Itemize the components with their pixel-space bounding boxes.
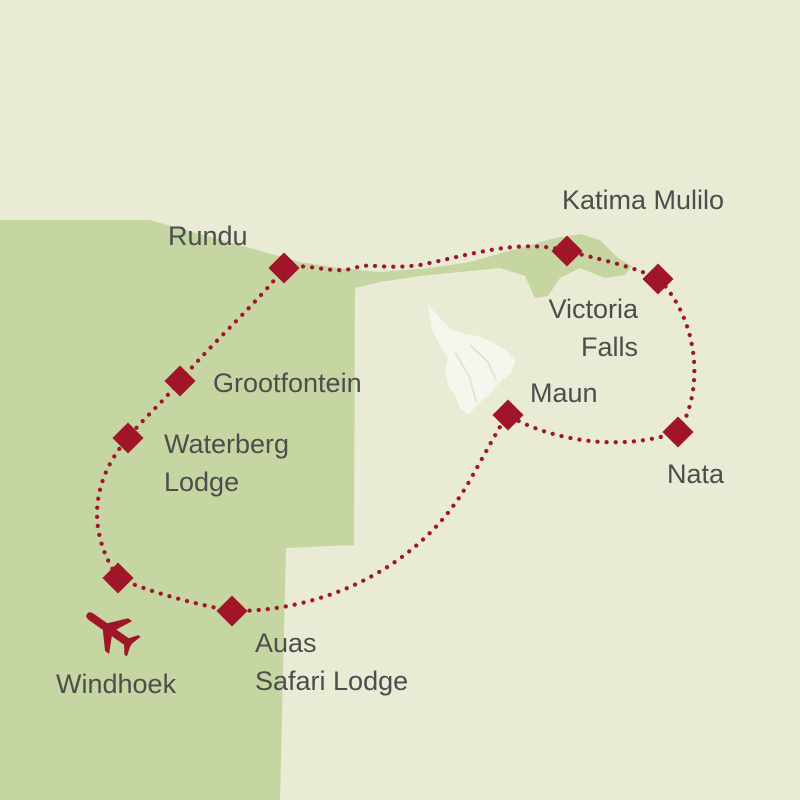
label-waterberg-lodge-line2: Lodge xyxy=(164,467,240,497)
label-nata-text: Nata xyxy=(667,459,725,489)
label-waterberg-lodge-line1: Waterberg xyxy=(164,429,290,459)
stop-marker-grootfontein[interactable] xyxy=(164,365,196,397)
label-auas-safari-lodge-line1: Auas xyxy=(255,628,317,658)
label-windhoek: Windhoek xyxy=(56,665,176,703)
label-rundu-text: Rundu xyxy=(168,221,248,251)
label-auas-safari-lodge: Auas Safari Lodge xyxy=(255,624,408,700)
label-maun-text: Maun xyxy=(530,378,598,408)
okavango-delta xyxy=(428,305,515,415)
stop-marker-nata[interactable] xyxy=(662,416,694,448)
label-victoria-falls-line1: Victoria xyxy=(548,294,638,324)
label-waterberg-lodge: Waterberg Lodge xyxy=(164,425,289,501)
label-katima-mulilo-text: Katima Mulilo xyxy=(562,185,725,215)
label-victoria-falls: Victoria Falls xyxy=(530,290,638,366)
namibia-region xyxy=(0,220,632,800)
label-katima-mulilo: Katima Mulilo xyxy=(562,181,724,219)
label-victoria-falls-line2: Falls xyxy=(580,332,638,362)
label-windhoek-text: Windhoek xyxy=(56,669,177,699)
airplane-icon xyxy=(86,612,141,657)
stop-marker-victoria-falls[interactable] xyxy=(642,263,674,295)
stop-marker-maun[interactable] xyxy=(492,399,524,431)
label-nata: Nata xyxy=(667,455,724,493)
delta-channel-2 xyxy=(469,344,497,381)
stop-marker-waterberg-lodge[interactable] xyxy=(112,422,144,454)
delta-channel-1 xyxy=(454,351,477,403)
label-auas-safari-lodge-line2: Safari Lodge xyxy=(255,666,409,696)
label-grootfontein: Grootfontein xyxy=(213,364,362,402)
label-grootfontein-text: Grootfontein xyxy=(213,368,362,398)
label-maun: Maun xyxy=(530,374,598,412)
label-rundu: Rundu xyxy=(168,217,248,255)
stop-marker-rundu[interactable] xyxy=(268,252,300,284)
